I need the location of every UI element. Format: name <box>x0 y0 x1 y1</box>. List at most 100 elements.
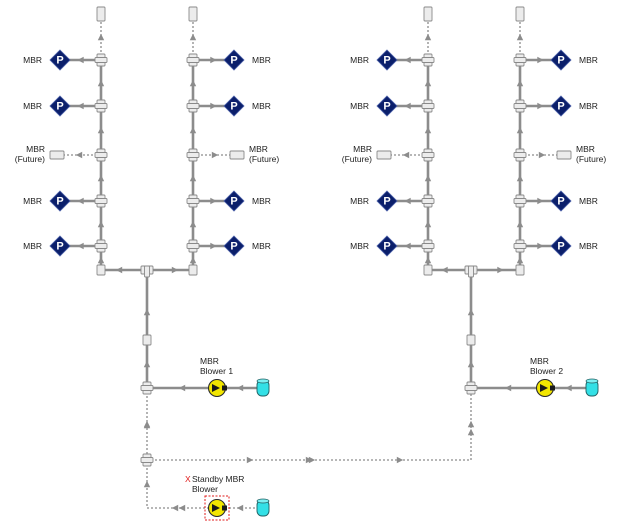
standby-pump-icon[interactable] <box>207 498 228 518</box>
dead-end-icon[interactable] <box>556 150 572 160</box>
mbr-label: MBR <box>23 101 42 111</box>
dashed-pipe[interactable] <box>189 14 197 60</box>
bend-fitting-icon[interactable] <box>423 264 433 276</box>
diamond-p-icon[interactable]: P <box>49 190 71 212</box>
tee-fitting-icon[interactable] <box>140 381 154 395</box>
pump-icon[interactable] <box>535 378 556 398</box>
diamond-p-icon[interactable]: P <box>376 49 398 71</box>
pump-icon[interactable] <box>207 378 228 398</box>
tee-fitting-icon[interactable] <box>421 148 435 162</box>
bend-fitting-icon[interactable] <box>96 264 106 276</box>
diamond-p-icon[interactable]: P <box>376 190 398 212</box>
diamond-p-icon[interactable]: P <box>550 49 572 71</box>
tee-fitting-icon[interactable] <box>421 194 435 208</box>
tee-fitting-icon[interactable] <box>186 53 200 67</box>
diamond-p-icon[interactable]: P <box>376 235 398 257</box>
dashed-pipe[interactable] <box>143 460 151 508</box>
tee-fitting-icon[interactable] <box>513 194 527 208</box>
flow-arrow-icon <box>189 220 197 228</box>
tee-fitting-icon[interactable] <box>464 381 478 395</box>
pressure-symbol: P <box>383 241 390 253</box>
dead-end-icon[interactable] <box>376 150 392 160</box>
dead-end-icon[interactable] <box>229 150 245 160</box>
pressure-symbol: P <box>56 241 63 253</box>
mbr-label: MBR <box>23 241 42 251</box>
tank-icon[interactable] <box>585 378 599 397</box>
diamond-p-icon[interactable]: P <box>223 235 245 257</box>
pipe[interactable] <box>469 384 547 392</box>
tee-fitting-icon[interactable] <box>513 239 527 253</box>
dead-end-icon[interactable] <box>423 6 433 22</box>
dashed-pipe[interactable] <box>147 504 217 512</box>
pressure-symbol: P <box>56 101 63 113</box>
bend-fitting-icon[interactable] <box>515 264 525 276</box>
tee-fitting-icon[interactable] <box>186 194 200 208</box>
bend-fitting-icon[interactable] <box>142 334 152 346</box>
blower-label: MBR <box>200 356 219 366</box>
mbr-future-label: MBR <box>576 144 595 154</box>
dead-end-icon[interactable] <box>188 6 198 22</box>
tee-fitting-icon[interactable] <box>94 53 108 67</box>
pipe[interactable] <box>145 384 219 392</box>
tee-fitting-icon[interactable] <box>513 53 527 67</box>
tee-fitting-icon[interactable] <box>140 265 154 278</box>
flow-arrow-icon <box>178 504 186 512</box>
flow-arrow-icon <box>189 33 197 41</box>
tee-fitting-icon[interactable] <box>421 53 435 67</box>
dashed-pipe[interactable] <box>217 504 263 512</box>
tee-fitting-icon[interactable] <box>186 239 200 253</box>
tank-icon[interactable] <box>256 498 270 517</box>
pressure-symbol: P <box>56 55 63 67</box>
flow-arrow-icon <box>516 126 524 134</box>
diamond-p-icon[interactable]: P <box>49 95 71 117</box>
tee-fitting-icon[interactable] <box>513 99 527 113</box>
tee-fitting-icon[interactable] <box>513 148 527 162</box>
blower-label: Blower 2 <box>530 366 563 376</box>
tee-fitting-icon[interactable] <box>421 239 435 253</box>
flow-arrow-icon <box>516 256 524 264</box>
selection-box <box>204 495 230 521</box>
dashed-pipe[interactable] <box>467 388 475 460</box>
tee-fitting-icon[interactable] <box>94 148 108 162</box>
flow-arrow-icon <box>538 151 546 159</box>
diamond-p-icon[interactable]: P <box>49 235 71 257</box>
tee-fitting-icon[interactable] <box>94 239 108 253</box>
tee-fitting-icon[interactable] <box>186 99 200 113</box>
diamond-p-icon[interactable]: P <box>376 95 398 117</box>
tee-fitting-icon[interactable] <box>94 99 108 113</box>
flow-arrow-icon <box>97 174 105 182</box>
flow-arrow-icon <box>189 256 197 264</box>
diamond-p-icon[interactable]: P <box>223 95 245 117</box>
dead-end-icon[interactable] <box>49 150 65 160</box>
flow-arrow-icon <box>424 220 432 228</box>
diamond-p-icon[interactable]: P <box>550 95 572 117</box>
blower-label: MBR <box>530 356 549 366</box>
dashed-pipe[interactable] <box>97 14 105 60</box>
dashed-pipe[interactable] <box>516 14 524 60</box>
dead-end-icon[interactable] <box>515 6 525 22</box>
flow-arrow-icon <box>516 79 524 87</box>
tank-icon[interactable] <box>256 378 270 397</box>
tee-fitting-icon[interactable] <box>94 194 108 208</box>
diamond-p-icon[interactable]: P <box>550 190 572 212</box>
flow-arrow-icon <box>424 256 432 264</box>
dashed-pipe[interactable] <box>424 14 432 60</box>
tee-fitting-icon[interactable] <box>186 148 200 162</box>
diamond-p-icon[interactable]: P <box>550 235 572 257</box>
tee-fitting-icon[interactable] <box>464 265 478 278</box>
flow-arrow-icon <box>236 504 244 512</box>
tee-fitting-icon[interactable] <box>421 99 435 113</box>
flow-arrow-icon <box>565 384 572 392</box>
mbr-future-label: MBR <box>26 144 45 154</box>
pressure-symbol: P <box>230 196 237 208</box>
tee-fitting-icon[interactable] <box>140 453 154 467</box>
diamond-p-icon[interactable]: P <box>223 49 245 71</box>
bend-fitting-icon[interactable] <box>466 334 476 346</box>
diamond-p-icon[interactable]: P <box>223 190 245 212</box>
flow-arrow-icon <box>97 126 105 134</box>
pressure-symbol: P <box>230 55 237 67</box>
dead-end-icon[interactable] <box>96 6 106 22</box>
diamond-p-icon[interactable]: P <box>49 49 71 71</box>
bend-fitting-icon[interactable] <box>188 264 198 276</box>
